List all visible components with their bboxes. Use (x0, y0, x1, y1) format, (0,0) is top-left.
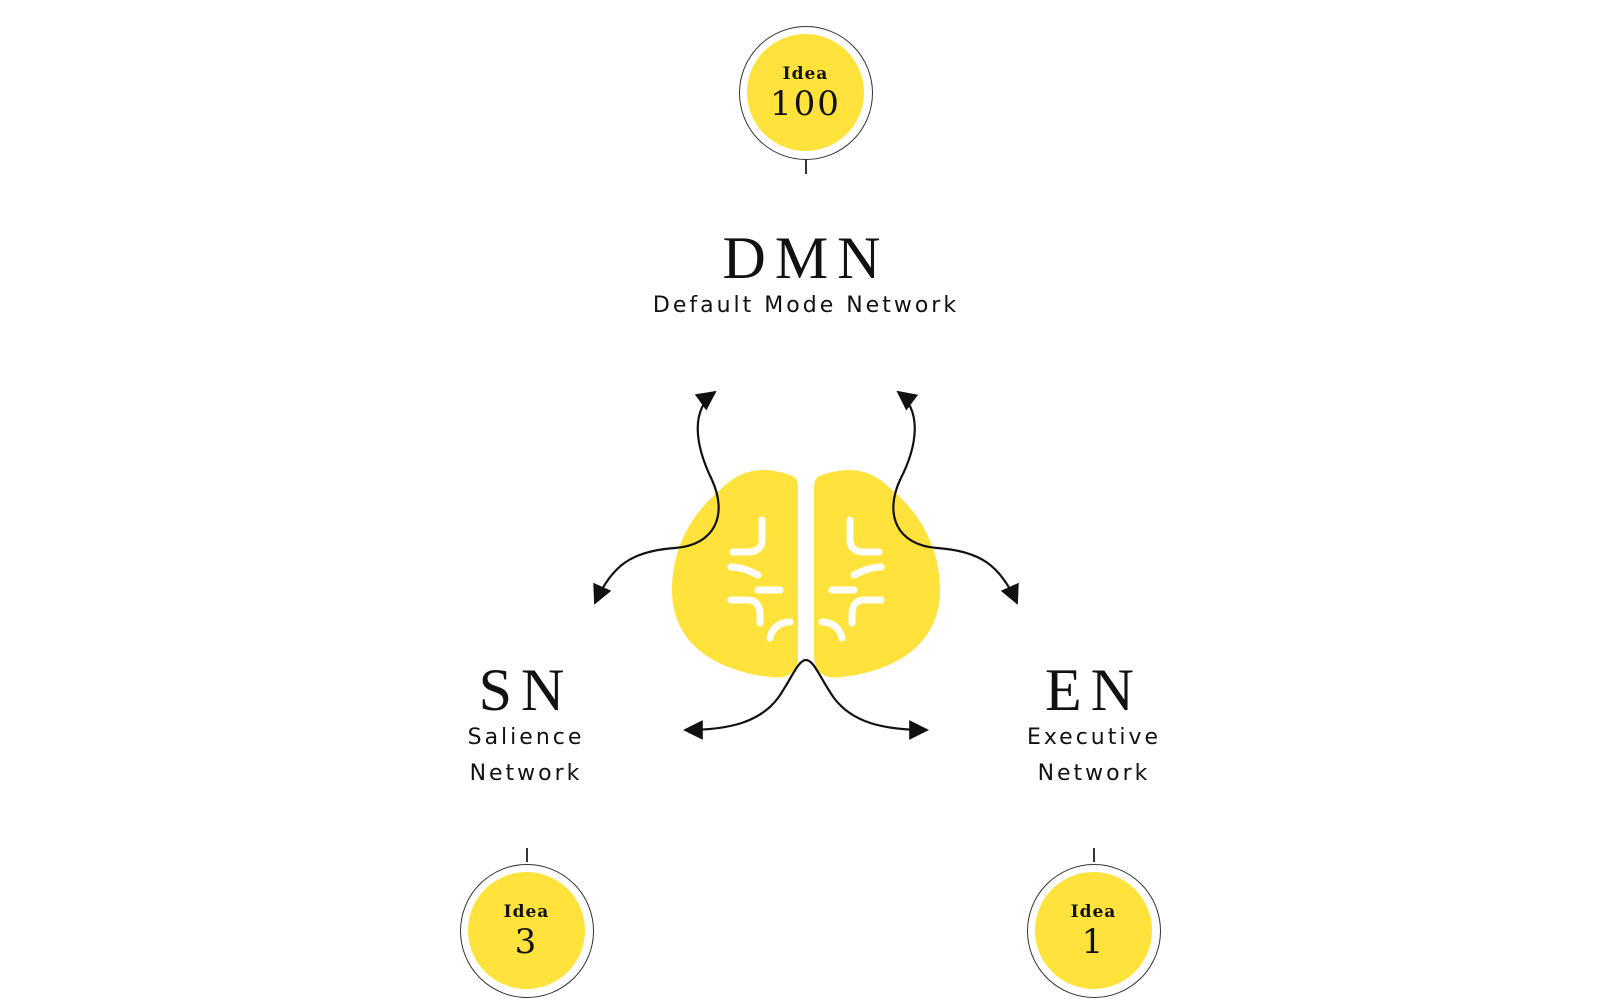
node-dmn: DMN Default Mode Network (606, 228, 1006, 324)
idea-disc: Idea 100 (747, 34, 864, 151)
node-en: EN Executive Network (974, 660, 1214, 792)
idea-badge-dmn: Idea 100 (739, 26, 873, 160)
brain-left-hemisphere (672, 470, 798, 678)
node-abbr: SN (478, 657, 574, 723)
arrow-sn-en (683, 658, 929, 740)
idea-count: 1 (1081, 922, 1106, 962)
node-full-name-line1: Salience (467, 725, 585, 750)
brain-right-hemisphere (814, 470, 940, 678)
idea-badge-sn: Idea 3 (460, 864, 594, 998)
node-abbr: EN (1045, 657, 1143, 723)
idea-badge-en: Idea 1 (1027, 864, 1161, 998)
arrow-to-dmn-left (593, 390, 720, 605)
arrow-icon (593, 390, 1019, 740)
idea-count: 100 (770, 84, 841, 124)
idea-count: 3 (514, 922, 539, 962)
idea-label: Idea (1070, 902, 1117, 922)
node-sn: SN Salience Network (406, 660, 646, 792)
brain-icon (672, 470, 940, 678)
idea-label: Idea (503, 902, 550, 922)
node-full-name: Default Mode Network (652, 293, 960, 318)
connector-tick (805, 160, 807, 174)
node-full-name-line1: Executive (1026, 725, 1162, 750)
idea-label: Idea (782, 64, 829, 84)
arrow-to-dmn-right (892, 390, 1019, 605)
idea-disc: Idea 3 (468, 872, 585, 989)
connector-tick (526, 848, 528, 862)
idea-disc: Idea 1 (1035, 872, 1152, 989)
node-full-name-line2: Network (1037, 761, 1151, 786)
node-abbr: DMN (722, 225, 890, 291)
connector-tick (1093, 848, 1095, 862)
node-full-name-line2: Network (469, 761, 583, 786)
brain-folds (727, 516, 885, 642)
